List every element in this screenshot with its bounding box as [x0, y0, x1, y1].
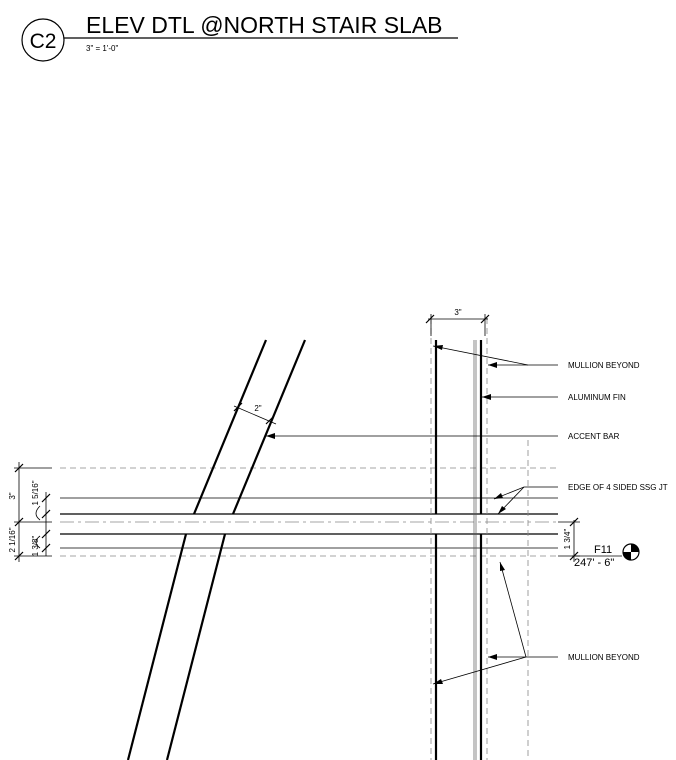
label-accent-bar: ACCENT BAR: [568, 432, 620, 441]
detail-scale: 3" = 1'-0": [86, 44, 118, 53]
dim-left-upper-text: 1 5/16": [31, 480, 40, 505]
dim-right-gap-text: 1 3/4": [563, 529, 572, 550]
leader-mullion-beyond-bottom: [432, 656, 558, 685]
dim-tick-o3: [14, 551, 24, 561]
dim-mullion-width: 3": [425, 308, 490, 336]
accent-bar-edge-left-upper: [192, 339, 268, 515]
leader-mullion-beyond-top: [432, 345, 558, 366]
dim-inner-leader-arc: [35, 505, 41, 521]
annotation-labels: MULLION BEYOND ALUMINUM FIN ACCENT BAR E…: [568, 361, 668, 662]
dim-tick-i4: [41, 543, 51, 553]
accent-bar-edge-right-upper: [231, 339, 307, 515]
title-block: C2 ELEV DTL @NORTH STAIR SLAB 3" = 1'-0": [21, 12, 458, 62]
arrow-4a: [494, 493, 503, 499]
accent-bar: [126, 339, 307, 760]
dim-left-total-text: 3": [8, 492, 17, 499]
label-edge-ssg: EDGE OF 4 SIDED SSG JT: [568, 483, 668, 492]
level-target-fill-b: [623, 552, 631, 560]
detail-number: C2: [30, 30, 57, 53]
arrow-1: [433, 345, 443, 350]
dim-tick-1: [569, 517, 579, 527]
accent-bar-edge-right-lower: [165, 533, 227, 760]
dim-mullion-width-text: 3": [454, 308, 461, 317]
dim-left-lower-text: 1 3/8": [31, 536, 40, 557]
dim-accent-bar-width-text: 2": [254, 404, 261, 413]
detail-title: ELEV DTL @NORTH STAIR SLAB: [86, 12, 443, 38]
dim-tick-b: [265, 415, 275, 425]
detail-number-circle: [21, 18, 65, 62]
stair-slab: [60, 467, 558, 557]
dim-tick-o2: [14, 517, 24, 527]
level-elevation: 247' - 6": [574, 557, 614, 569]
dim-accent-bar-width: 2": [233, 402, 277, 425]
arrow-5c: [488, 654, 497, 660]
dim-tick-i1: [41, 493, 51, 503]
level-marker: F11 247' - 6": [572, 543, 640, 569]
dim-right-gap: 1 3/4": [558, 517, 580, 562]
dim-tick-i2: [41, 509, 51, 519]
dim-tick-a: [233, 402, 243, 412]
dim-tick-left: [425, 314, 435, 324]
arrow-5a: [433, 679, 443, 684]
arrow-3: [266, 433, 275, 439]
leaders: [266, 345, 558, 685]
dim-tick-i3: [41, 529, 51, 539]
dim-left-stack: 3" 2 1/16" 1 5/16" 1 3/8": [8, 462, 52, 562]
dim-left-lower-total-text: 2 1/16": [8, 527, 17, 552]
level-name: F11: [594, 544, 612, 556]
dim-tick-o1: [14, 463, 24, 473]
label-mullion-beyond-top: MULLION BEYOND: [568, 361, 640, 370]
dim-inner-leader-arc-2: [35, 535, 41, 549]
arrow-1b: [488, 362, 497, 368]
accent-bar-edge-left-lower: [126, 533, 188, 760]
leader-edge-ssg: [493, 486, 558, 500]
mullion: [430, 318, 529, 760]
leader-mullion-beyond-bottom-2: [499, 561, 527, 658]
label-mullion-beyond-bottom: MULLION BEYOND: [568, 653, 640, 662]
label-aluminum-fin: ALUMINUM FIN: [568, 393, 626, 402]
arrow-5b: [500, 562, 505, 571]
arrow-4b: [498, 506, 506, 514]
level-target-fill-a: [631, 544, 639, 552]
arrow-2: [482, 394, 491, 400]
